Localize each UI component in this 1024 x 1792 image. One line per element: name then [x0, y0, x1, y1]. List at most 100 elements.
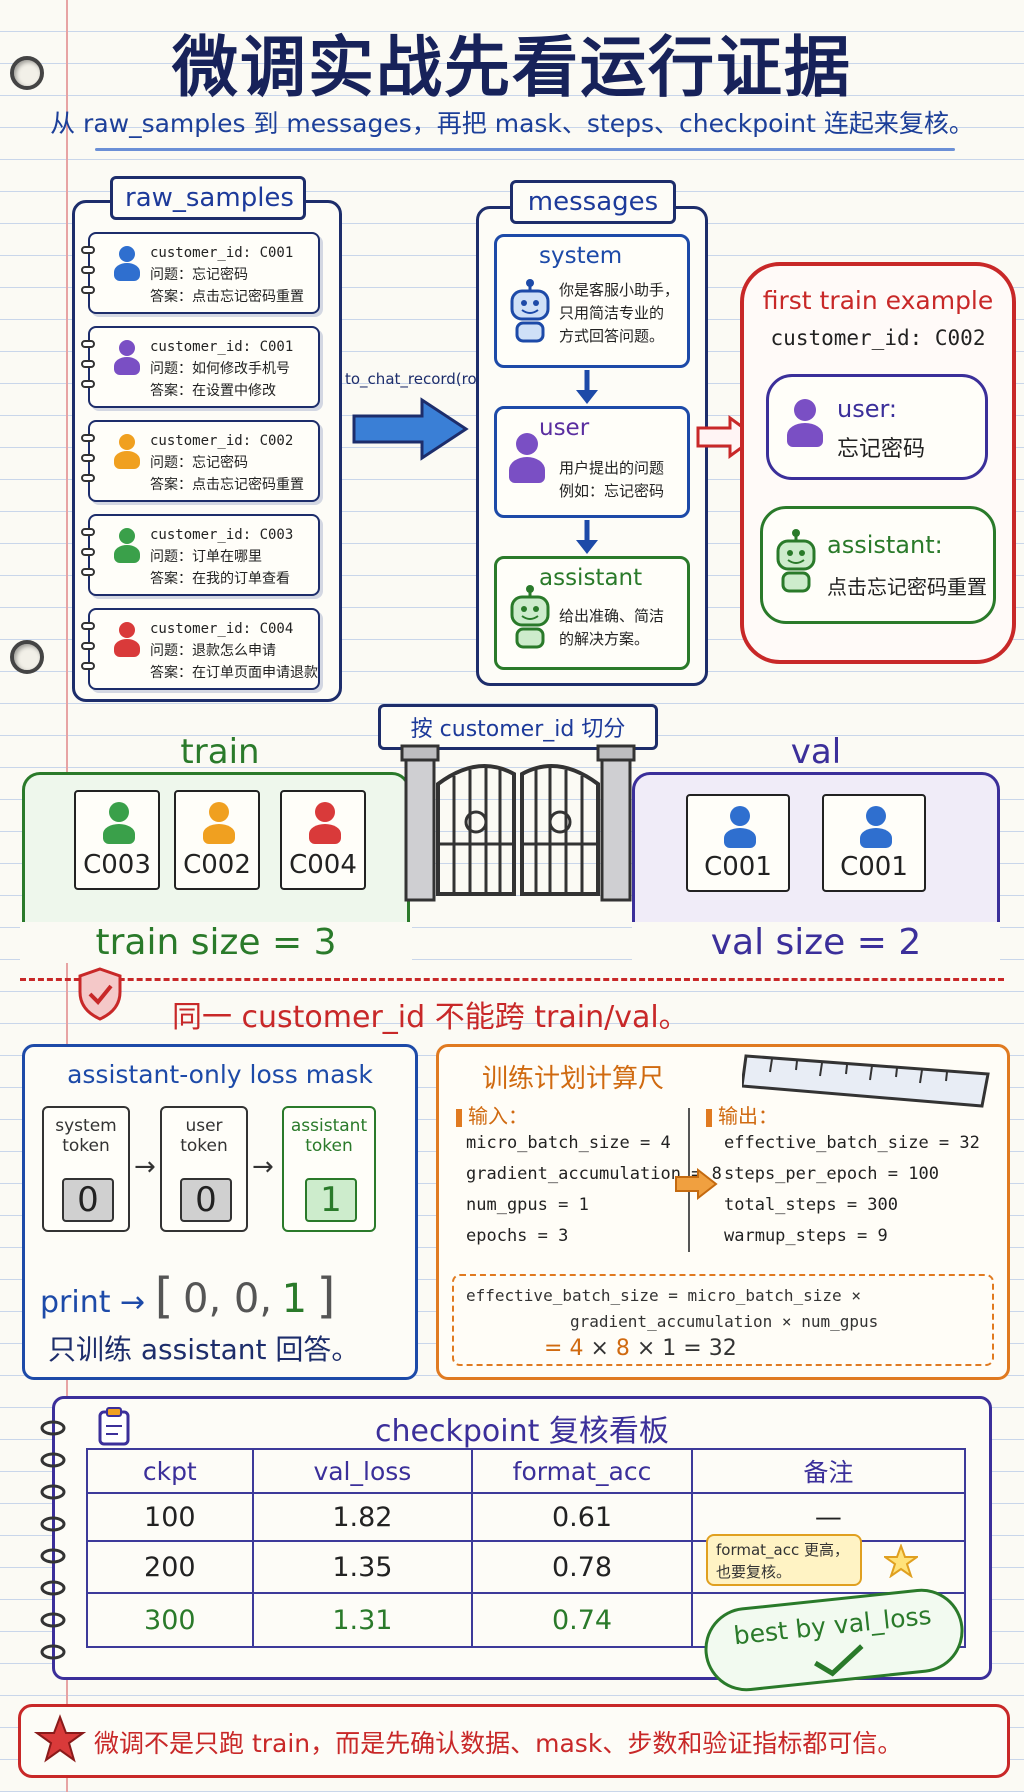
split-label: 按 customer_id 切分: [378, 704, 658, 750]
sample-question: 问题：退款怎么申请: [150, 643, 276, 659]
train-id: C003: [83, 850, 151, 880]
sample-answer: 答案：在我的订单查看: [150, 571, 290, 587]
transform-arrow-icon: [352, 397, 469, 461]
val-id-card: C001: [686, 794, 790, 892]
plan-inputs: micro_batch_size = 4 gradient_accumulati…: [466, 1128, 722, 1252]
user-bubble-label: user:: [837, 395, 898, 423]
sample-customer-id: customer_id: C001: [150, 339, 294, 355]
input-label-text: 输入：: [468, 1104, 528, 1128]
plan-output: total_steps = 300: [724, 1195, 898, 1215]
token-label: user: [185, 1116, 223, 1136]
card-spiral: [81, 642, 95, 650]
orange-arrow-icon: [675, 1168, 718, 1200]
print-one: 1: [281, 1276, 308, 1322]
train-title: train: [180, 732, 260, 772]
train-id-card: C004: [280, 790, 366, 890]
card-spiral: [81, 528, 95, 536]
table-cell: 0.78: [471, 1540, 693, 1594]
table-cell: 200: [86, 1540, 254, 1594]
system-desc-line: 方式回答问题。: [559, 327, 665, 345]
user-bubble: user: 忘记密码: [766, 374, 988, 480]
val-id: C001: [840, 852, 908, 882]
token-value: 0: [62, 1178, 114, 1222]
train-id: C004: [289, 850, 357, 880]
page-subtitle: 从 raw_samples 到 messages，再把 mask、steps、c…: [50, 109, 974, 138]
warning-text: 同一 customer_id 不能跨 train/val。: [172, 1000, 689, 1035]
ruler-icon: [742, 1054, 990, 1108]
formula-box: [452, 1274, 994, 1366]
card-spiral: [81, 286, 95, 294]
card-spiral: [81, 246, 95, 254]
sample-question: 问题：忘记密码: [150, 455, 248, 471]
card-spiral: [81, 380, 95, 388]
print-open-bracket: [: [154, 1268, 174, 1324]
card-spiral: [81, 340, 95, 348]
token-label: token: [305, 1136, 353, 1156]
output-label: 输出：: [706, 1100, 778, 1129]
formula-times: ×: [590, 1336, 609, 1361]
plan-outputs: effective_batch_size = 32 steps_per_epoc…: [724, 1128, 980, 1252]
shield-check-icon: [78, 967, 122, 1021]
notebook-spiral-icon: [40, 1420, 66, 1660]
message-assistant: assistant 给出准确、简洁 的解决方案。: [494, 556, 690, 670]
table-cell: 100: [86, 1492, 254, 1542]
plan-input: num_gpus = 1: [466, 1195, 589, 1215]
table-cell: 0.74: [471, 1592, 693, 1648]
card-spiral: [81, 434, 95, 442]
token-label: token: [62, 1136, 110, 1156]
formula-value: 8: [615, 1336, 630, 1361]
assistant-desc-line: 给出准确、简洁: [559, 607, 665, 625]
table-cell: 1.35: [251, 1540, 474, 1594]
sample-question: 问题：订单在哪里: [150, 549, 262, 565]
user-bubble-text: 忘记密码: [837, 437, 926, 462]
role-label: user: [539, 415, 590, 441]
checkpoint-title: checkpoint 复核看板: [375, 1414, 669, 1449]
formula-value: 4: [569, 1336, 584, 1361]
table-header: 备注: [690, 1448, 967, 1494]
sample-answer: 答案：点击忘记密码重置: [150, 289, 304, 305]
star-icon: [884, 1544, 918, 1578]
card-spiral: [81, 662, 95, 670]
robot-icon: [510, 279, 550, 343]
plan-input: epochs = 3: [466, 1226, 569, 1246]
token-label: system: [55, 1116, 117, 1136]
format-acc-note: format_acc 更高， 也要复核。: [706, 1534, 862, 1586]
train-id-card: C003: [74, 790, 160, 890]
plan-input: gradient_accumulation = 8: [466, 1164, 722, 1184]
sample-customer-id: customer_id: C003: [150, 527, 294, 543]
note-line: 也要复核。: [716, 1563, 792, 1581]
formula-result: = 4 × 8 × 1 = 32: [544, 1336, 737, 1361]
formula-line: gradient_accumulation × num_gpus: [570, 1312, 879, 1331]
plan-output: effective_batch_size = 32: [724, 1133, 980, 1153]
transform-label: to_chat_record(row): [345, 370, 495, 388]
assistant-desc-line: 的解决方案。: [559, 630, 650, 648]
output-label-text: 输出：: [718, 1104, 778, 1128]
table-header: val_loss: [251, 1448, 474, 1494]
check-icon: [814, 1644, 864, 1677]
robot-icon: [776, 529, 816, 593]
card-spiral: [81, 474, 95, 482]
card-spiral: [81, 568, 95, 576]
messages-label: messages: [510, 180, 676, 224]
token-value: 1: [305, 1178, 357, 1222]
page-title: 微调实战先看运行证据: [172, 29, 852, 106]
arrow-glyph: →: [252, 1152, 274, 1182]
table-row: 100 1.82 0.61 —: [86, 1492, 967, 1542]
first-example-title: first train example: [762, 286, 994, 315]
down-arrow-icon: [576, 370, 598, 404]
sample-question: 问题：如何修改手机号: [150, 361, 290, 377]
raw-samples-label: raw_samples: [110, 176, 306, 220]
dashed-divider: [20, 978, 1004, 981]
plan-input: micro_batch_size = 4: [466, 1133, 671, 1153]
raw-sample-card: customer_id: C001 问题：忘记密码 答案：点击忘记密码重置: [81, 232, 320, 314]
table-header: format_acc: [471, 1448, 693, 1494]
table-header-row: ckpt val_loss format_acc 备注: [86, 1448, 967, 1494]
val-id-card: C001: [822, 794, 926, 892]
sample-answer: 答案：在设置中修改: [150, 383, 276, 399]
sample-question: 问题：忘记密码: [150, 267, 248, 283]
print-output: print → [ 0, 0, 1 ]: [40, 1268, 335, 1324]
sample-customer-id: customer_id: C001: [150, 245, 294, 261]
role-label: assistant: [539, 565, 643, 591]
train-size: train size = 3: [20, 922, 412, 963]
